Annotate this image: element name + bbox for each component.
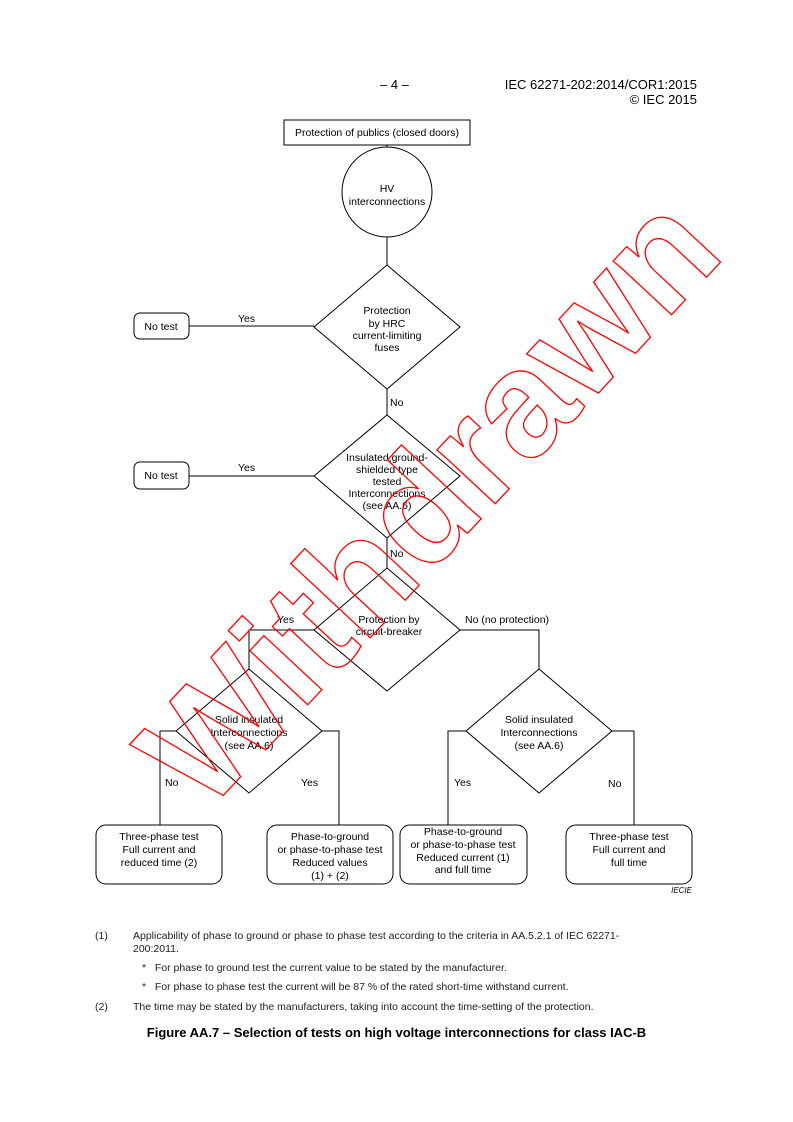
result-box-4	[565, 824, 693, 885]
yes-label: Yes	[454, 777, 471, 789]
d1-label: current-limiting	[353, 330, 422, 342]
box4-label: Full current and	[593, 844, 666, 856]
result-box-2	[266, 824, 394, 885]
footnote-1: Applicability of phase to ground or phas…	[133, 930, 620, 942]
d3-label: Protection by	[358, 614, 420, 626]
no-label: No	[390, 548, 404, 560]
decision-hrc-fuses	[313, 264, 461, 390]
footnote-bullet-1: * For phase to ground test the current v…	[142, 962, 507, 974]
box1-label: Full current and	[123, 844, 196, 856]
no-test-label: No test	[144, 321, 177, 333]
d2-label: Insulated,ground-	[346, 452, 428, 464]
box3-label: and full time	[435, 864, 492, 876]
document-id: IEC 62271-202:2014/COR1:2015	[504, 77, 697, 92]
d4-label: (see AA.6)	[224, 740, 273, 752]
title-box	[283, 119, 471, 146]
box3-label: Phase-to-ground	[424, 826, 502, 838]
d5-label: Solid insulated	[505, 714, 573, 726]
yes-label: Yes	[238, 313, 255, 325]
d2-label: tested	[373, 476, 402, 488]
footnote-1-cont: 200:2011.	[133, 943, 179, 955]
start-circle	[341, 146, 433, 238]
d1-label: Protection	[363, 305, 410, 317]
box4-label: Three-phase test	[589, 831, 668, 843]
d4-label: Solid insulated	[215, 714, 283, 726]
d5-label: (see AA.6)	[514, 740, 563, 752]
yes-label: Yes	[301, 777, 318, 789]
yes-label: Yes	[277, 614, 294, 626]
box2-label: or phase-to-phase test	[277, 844, 382, 856]
d5-label: Interconnections	[500, 727, 577, 739]
box3-label: or phase-to-phase test	[410, 839, 515, 851]
withdrawn-watermark: Withdrawn	[106, 163, 751, 837]
decision-solid-insulated-right	[465, 668, 613, 794]
box1-label: Three-phase test	[119, 831, 198, 843]
source-tag: IECIE	[671, 886, 693, 895]
box2-label: Phase-to-ground	[291, 831, 369, 843]
figure-caption: Figure AA.7 – Selection of tests on high…	[146, 1025, 647, 1040]
decision-solid-insulated-left	[175, 668, 323, 794]
no-protection-label: No (no protection)	[465, 614, 549, 626]
no-test-box-1	[133, 312, 190, 340]
d2-label: shielded type	[356, 464, 418, 476]
d3-label: circuit-breaker	[356, 626, 423, 638]
title-box-label: Protection of publics (closed doors)	[295, 127, 459, 139]
box3-label: Reduced current (1)	[416, 852, 509, 864]
no-label: No	[390, 397, 404, 409]
decision-circuit-breaker	[313, 567, 461, 692]
d1-label: by HRC	[369, 318, 406, 330]
box4-label: full time	[611, 857, 647, 869]
flowchart: Protection of publics (closed doors) HV …	[95, 119, 751, 895]
box2-label: Reduced values	[292, 857, 367, 869]
no-test-label: No test	[144, 470, 177, 482]
yes-label: Yes	[238, 462, 255, 474]
no-label: No	[608, 778, 622, 790]
d1-label: fuses	[374, 342, 399, 354]
page-number: – 4 –	[380, 77, 409, 92]
d2-label: (see AA.6)	[362, 500, 411, 512]
connectors	[159, 145, 635, 825]
d4-label: Interconnections	[210, 727, 287, 739]
footnote-1-label: (1)	[95, 930, 108, 942]
decision-insulated-shielded	[313, 414, 461, 539]
box2-label: (1) + (2)	[311, 870, 349, 882]
copyright: © IEC 2015	[629, 92, 697, 107]
footnote-bullet-2: * For phase to phase test the current wi…	[142, 981, 569, 993]
result-box-1	[95, 824, 223, 885]
footnote-2-label: (2)	[95, 1001, 108, 1013]
start-label: HV	[380, 183, 395, 195]
no-test-box-2	[133, 461, 190, 490]
d2-label: Interconnections	[348, 488, 425, 500]
start-label: interconnections	[349, 196, 425, 208]
no-label: No	[165, 777, 179, 789]
result-box-3	[399, 824, 528, 885]
box1-label: reduced time (2)	[121, 857, 197, 869]
footnote-2: The time may be stated by the manufactur…	[133, 1001, 594, 1013]
